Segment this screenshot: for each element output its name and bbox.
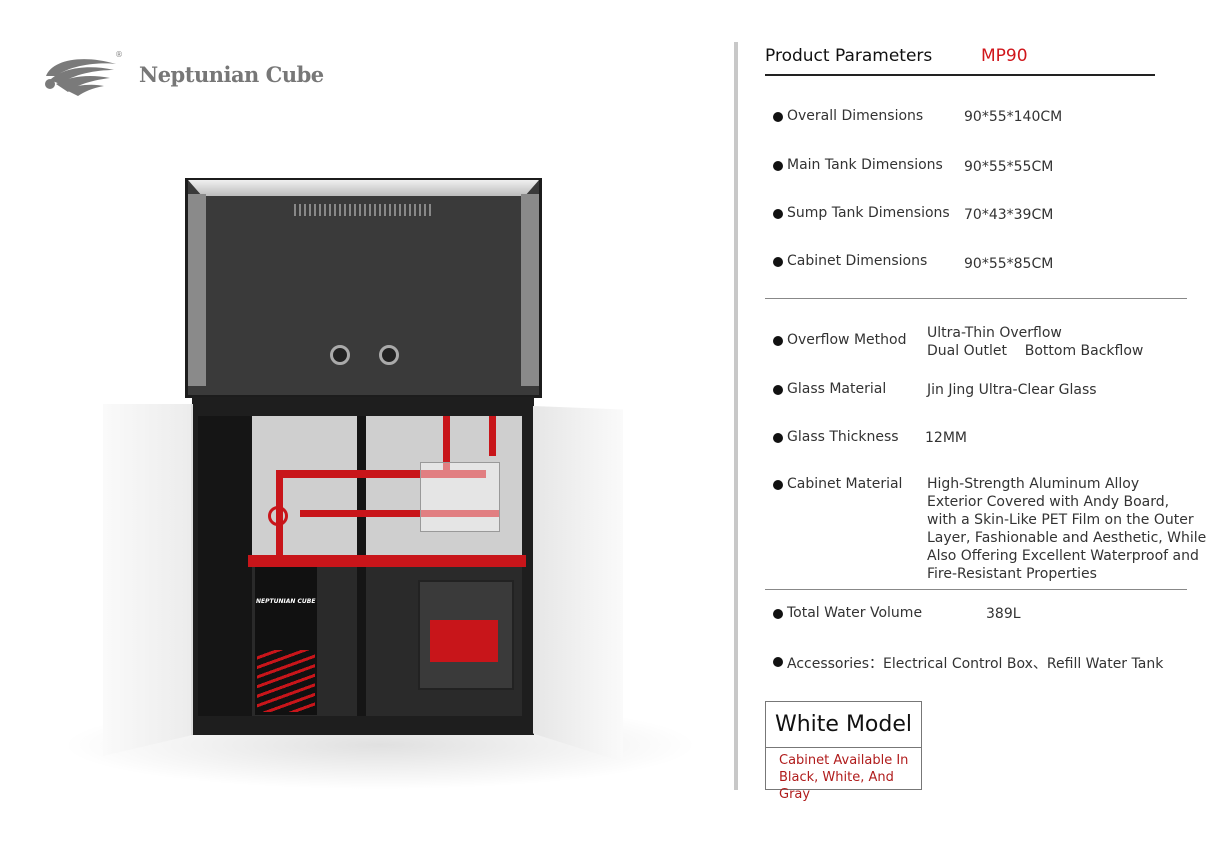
bullet-icon [773,209,783,219]
spec-label: Main Tank Dimensions [787,157,943,173]
header-underline [765,74,1155,76]
tank-glass-top [188,180,539,196]
spec-value: 389L [986,606,1021,622]
variant-box: White Model Cabinet Available In Black, … [765,701,922,802]
spec-label: Sump Tank Dimensions [787,205,950,221]
spec-row: Cabinet Material [773,476,902,492]
bullet-icon [773,112,783,122]
value-line: with a Skin-Like PET Film on the Outer [927,512,1194,528]
spec-row: Overall Dimensions [773,108,923,124]
note-line: Cabinet Available In [779,753,909,768]
left-panel [198,416,252,716]
spec-row: Total Water Volume [773,605,922,621]
spec-label: Cabinet Dimensions [787,253,928,269]
spec-value: 90*55*140CM [964,109,1063,125]
spec-label: Overflow Method [787,332,907,348]
vertical-pipe [489,416,496,456]
bullet-icon [773,257,783,267]
outlet-nozzle-icon [379,345,399,365]
control-box-label: NEPTUNIAN CUBE [256,598,316,605]
section-title: Product Parameters [765,46,933,66]
bullet-icon [773,161,783,171]
value-line: High-Strength Aluminum Alloy [927,476,1140,492]
filter-box [420,462,500,532]
spec-label: Overall Dimensions [787,108,924,124]
bullet-icon [773,336,783,346]
bullet-icon [773,433,783,443]
spec-row: Glass Material [773,381,886,397]
sump-red-bar [248,555,526,567]
value-line: Layer, Fashionable and Aesthetic, While [927,530,1207,546]
bullet-icon [773,385,783,395]
spec-label: Cabinet Material [787,476,903,492]
spec-row: Glass Thickness [773,429,899,445]
pump-red-panel [430,620,498,662]
section-separator [765,298,1187,299]
shell-logo-icon [45,59,116,96]
tank-glass-right [521,194,539,386]
spec-row: Accessories：Electrical Control Box、Refil… [773,653,1163,673]
return-pipe [300,510,500,517]
value-line: Dual Outlet Bottom Backflow [927,343,1144,359]
spec-label: Glass Material [787,381,887,397]
bullet-icon [773,657,783,667]
return-pipe [276,470,486,478]
control-box-stripes [257,650,315,712]
spec-row: Main Tank Dimensions [773,157,943,173]
spec-label: Total Water Volume [787,605,923,621]
right-door [533,406,623,762]
overflow-comb [294,204,434,216]
note-line: Black, White, And Gray [779,770,894,802]
spec-row: Overflow Method [773,332,906,348]
bullet-icon [773,480,783,490]
spec-row: Cabinet Dimensions [773,253,927,269]
value-line: Exterior Covered with Andy Board, [927,494,1170,510]
model-number: MP90 [981,46,1028,66]
spec-label: Accessories：Electrical Control Box、Refil… [787,656,1164,672]
variant-title: White Model [766,702,921,748]
spec-value: 90*55*55CM [964,159,1054,175]
spec-row: Sump Tank Dimensions [773,205,950,221]
left-door [103,404,193,756]
spec-value: 90*55*85CM [964,256,1054,272]
bullet-icon [773,609,783,619]
spec-value: 12MM [925,430,967,446]
variant-note: Cabinet Available In Black, White, And G… [766,748,921,803]
vertical-pipe [443,416,450,476]
registered-mark: ® [115,50,123,59]
spec-label: Glass Thickness [787,429,899,445]
spec-value: High-Strength Aluminum Alloy Exterior Co… [927,475,1206,583]
value-line: Fire-Resistant Properties [927,566,1097,582]
section-separator [765,589,1187,590]
brand-name: Neptunian Cube [139,62,324,87]
outlet-nozzle-icon [330,345,350,365]
value-line: Also Offering Excellent Waterproof and [927,548,1199,564]
valve-wheel-icon [268,506,288,526]
value-line: Ultra-Thin Overflow [927,325,1062,341]
tank-glass-left [188,194,206,386]
spec-value: 70*43*39CM [964,207,1054,223]
vertical-divider [734,42,738,790]
spec-value: Jin Jing Ultra-Clear Glass [927,382,1097,398]
